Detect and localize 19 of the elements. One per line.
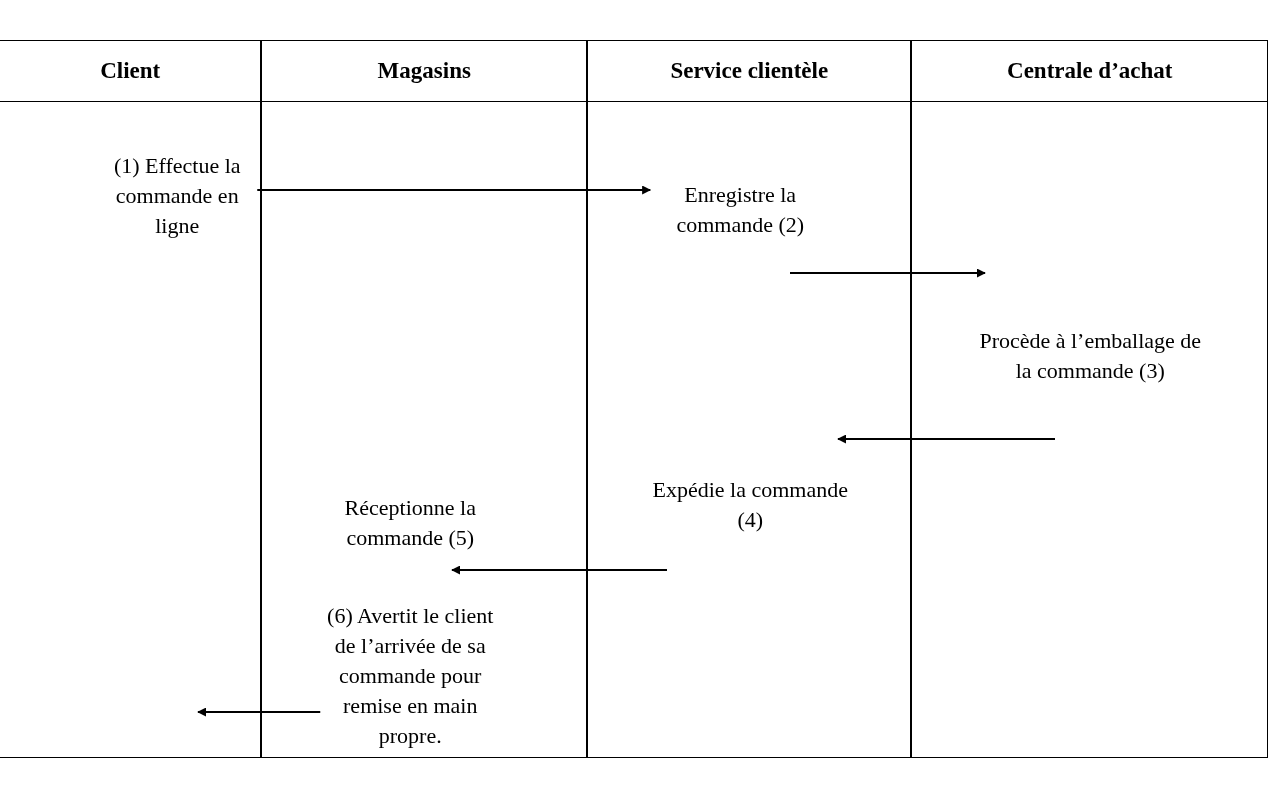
swimlane [911, 40, 1269, 758]
lane-header: Client [0, 41, 261, 102]
step-label: (6) Avertit le client de l’arrivée de sa commande pour remise en main propre. [320, 601, 501, 751]
step-label: Procède à l’emballage de la commande (3) [975, 273, 1206, 439]
lane-header: Centrale d’achat [912, 41, 1268, 102]
arrow [197, 707, 322, 717]
lane-header: Magasins [262, 41, 587, 102]
arrow [789, 268, 986, 278]
swimlane [587, 40, 912, 758]
swimlane [0, 40, 262, 758]
step-label: (1) Effectue la commande en ligne [97, 141, 258, 251]
step-label: Réceptionne la commande (5) [330, 476, 491, 570]
arrow [837, 434, 1056, 444]
swimlane [261, 40, 588, 758]
lane-header: Service clientèle [588, 41, 911, 102]
arrow [451, 565, 668, 575]
step-label: Expédie la commande (4) [645, 439, 856, 570]
arrow [256, 185, 652, 195]
step-label: Enregistre la commande (2) [650, 146, 831, 273]
